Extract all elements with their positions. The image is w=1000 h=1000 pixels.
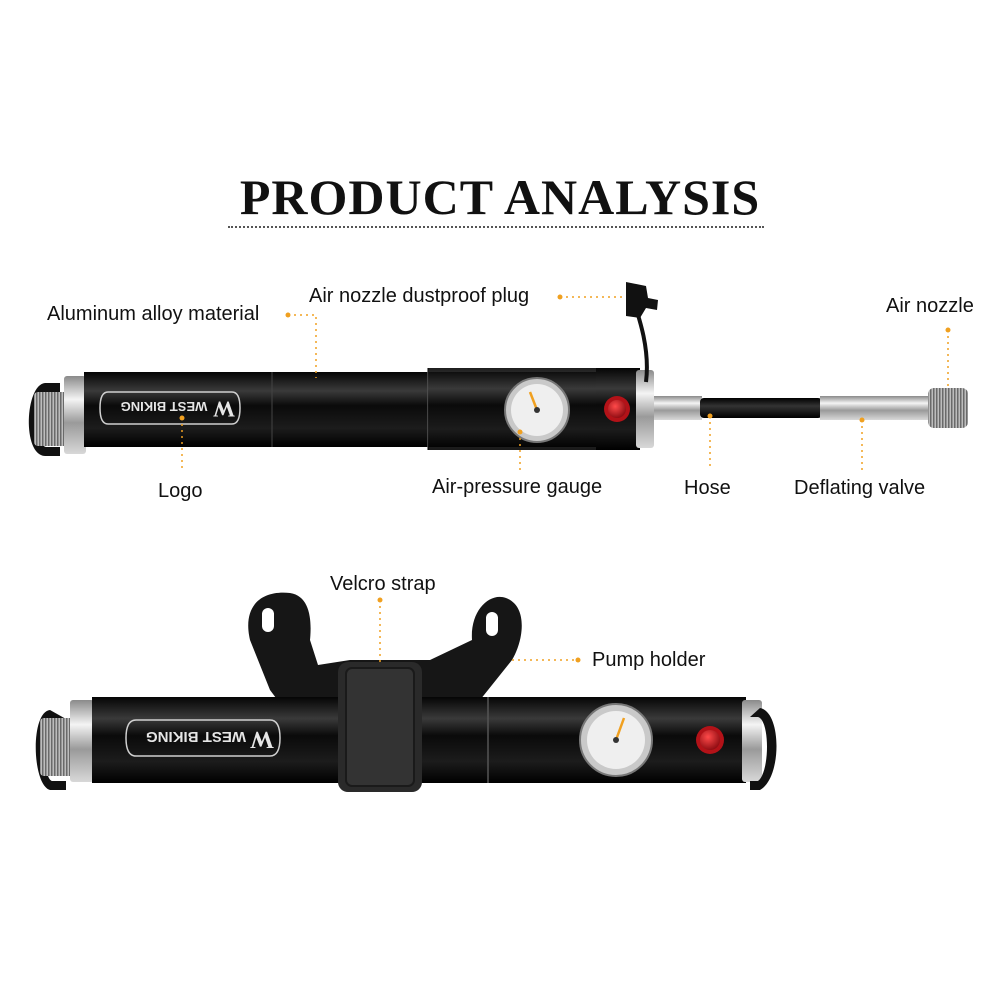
left-knurled-cap bbox=[34, 392, 68, 446]
leader-lines bbox=[181, 296, 949, 662]
air-nozzle bbox=[928, 388, 968, 428]
svg-text:W: W bbox=[250, 726, 274, 752]
air-pressure-gauge bbox=[504, 377, 570, 443]
bottom-air-pressure-gauge bbox=[579, 703, 653, 777]
deflating-valve bbox=[820, 396, 932, 420]
head-chrome-ring bbox=[636, 370, 654, 448]
left-chrome-ring bbox=[64, 376, 86, 454]
label-dustproof-plug: Air nozzle dustproof plug bbox=[309, 285, 530, 307]
label-hose: Hose bbox=[684, 477, 731, 499]
logo: WEST BIKING W bbox=[99, 391, 241, 425]
label-velcro-strap: Velcro strap bbox=[330, 573, 436, 595]
label-pump-holder: Pump holder bbox=[592, 649, 706, 671]
label-aluminum-alloy: Aluminum alloy material bbox=[47, 303, 260, 325]
hose-fitting bbox=[654, 396, 702, 420]
label-deflating-valve: Deflating valve bbox=[794, 477, 926, 499]
title-divider bbox=[228, 226, 764, 228]
top-pump: WEST BIKING W bbox=[28, 282, 968, 456]
label-logo: Logo bbox=[158, 480, 203, 502]
label-air-nozzle: Air nozzle bbox=[886, 295, 974, 317]
label-air-pressure-gauge: Air-pressure gauge bbox=[432, 476, 603, 498]
bottom-right-clip bbox=[750, 708, 777, 790]
svg-text:WEST BIKING: WEST BIKING bbox=[146, 728, 246, 745]
dustproof-plug bbox=[626, 282, 658, 318]
bottom-logo: WEST BIKING W bbox=[125, 719, 281, 757]
hose bbox=[700, 398, 822, 418]
svg-text:W: W bbox=[213, 397, 235, 422]
page-title: PRODUCT ANALYSIS bbox=[239, 169, 761, 225]
svg-text:WEST BIKING: WEST BIKING bbox=[121, 399, 208, 414]
bottom-pump: WEST BIKING W bbox=[35, 592, 777, 792]
